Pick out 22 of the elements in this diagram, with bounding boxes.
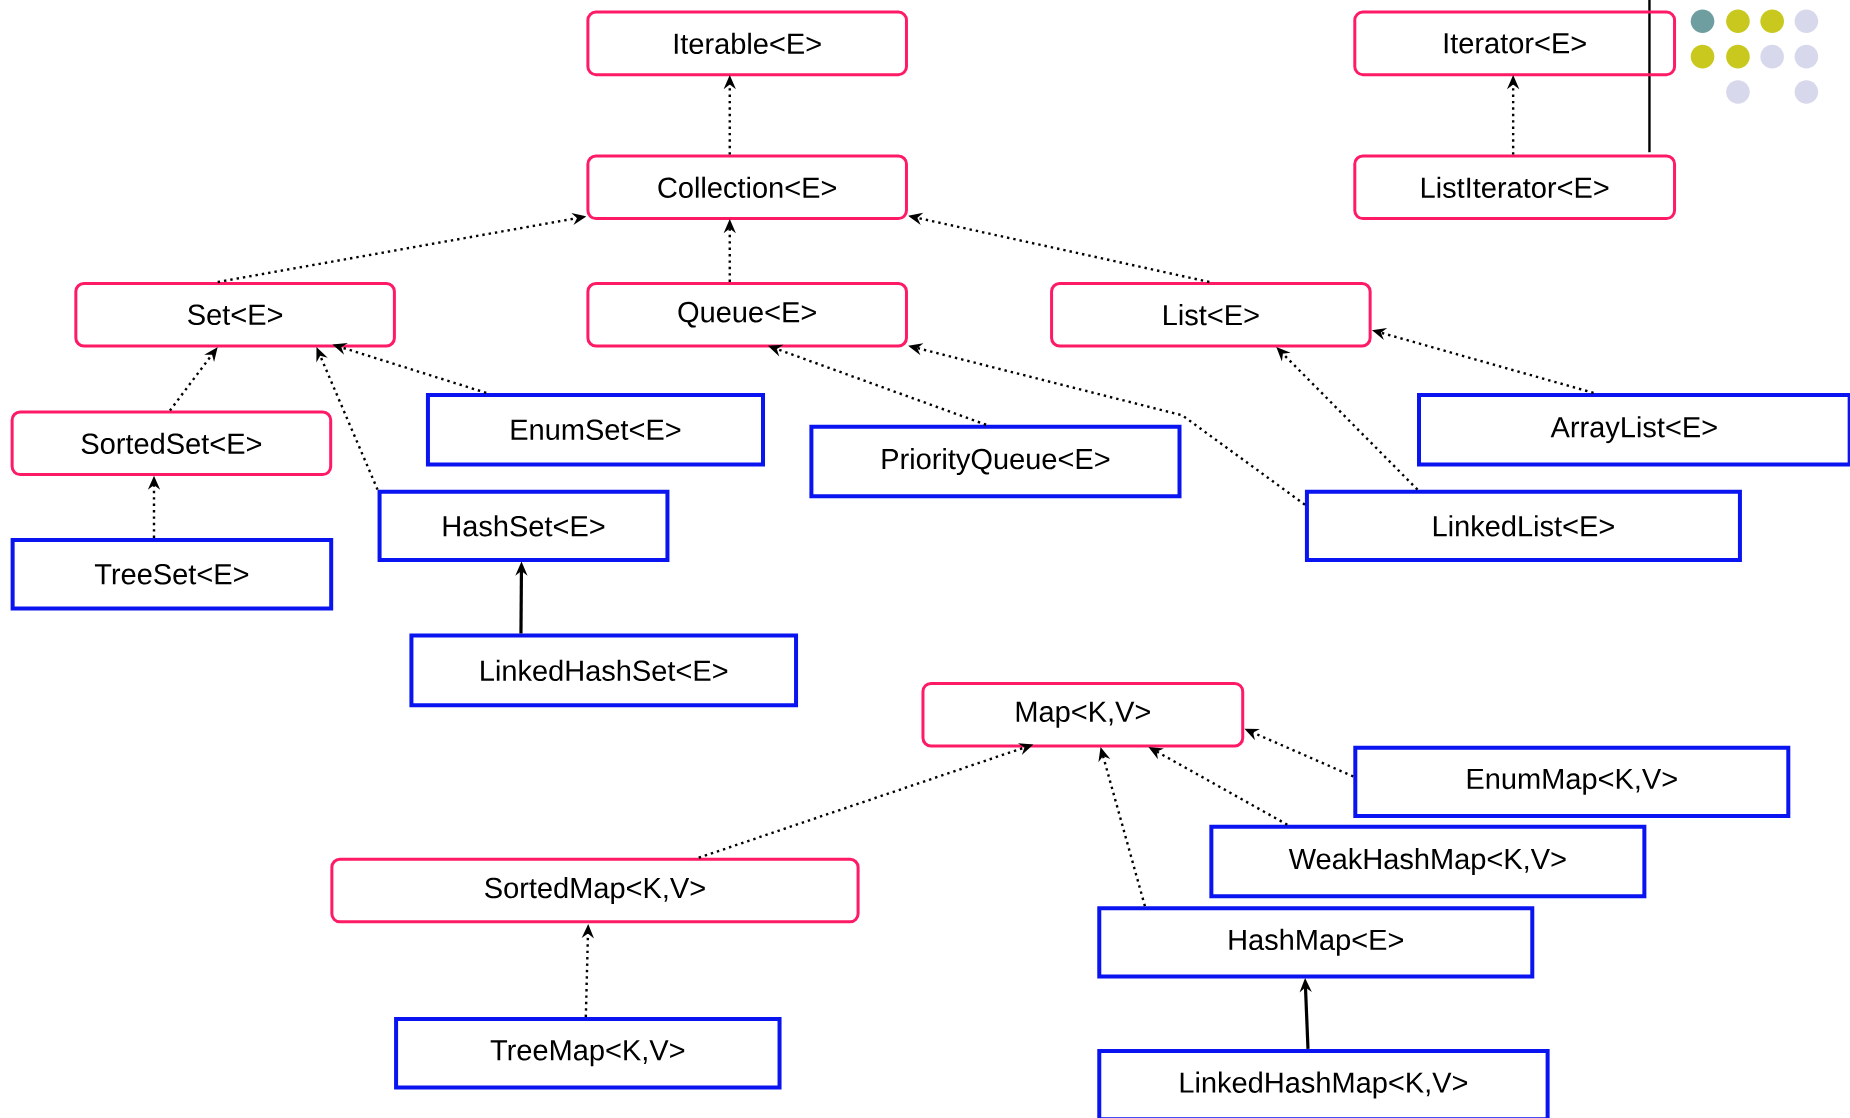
interface-box: Set<E> [74, 281, 396, 348]
class-box: HashSet<E> [377, 489, 670, 562]
class-box: LinkedHashMap<K,V> [1097, 1048, 1550, 1118]
class-box: WeakHashMap<K,V> [1209, 824, 1647, 899]
interface-box: Collection<E> [586, 154, 908, 220]
interface-box: Queue<E> [586, 281, 908, 348]
class-box: TreeSet<E> [10, 537, 334, 611]
class-box: TreeMap<K,V> [394, 1016, 782, 1090]
class-box: EnumMap<K,V> [1353, 745, 1791, 818]
class-box: PriorityQueue<E> [809, 424, 1182, 499]
interface-box: Iterable<E> [586, 10, 908, 76]
class-box: ArrayList<E> [1417, 392, 1850, 467]
class-box: HashMap<E> [1097, 905, 1535, 979]
interface-box: List<E> [1050, 281, 1372, 348]
class-box: EnumSet<E> [425, 392, 765, 467]
interface-box: Map<K,V> [921, 681, 1245, 748]
interface-box: ListIterator<E> [1353, 154, 1677, 220]
interface-box: SortedMap<K,V> [330, 857, 860, 924]
class-box: LinkedHashSet<E> [409, 633, 799, 707]
interface-box: Iterator<E> [1353, 10, 1677, 76]
interface-box: SortedSet<E> [10, 410, 333, 476]
class-box: LinkedList<E> [1304, 489, 1742, 562]
